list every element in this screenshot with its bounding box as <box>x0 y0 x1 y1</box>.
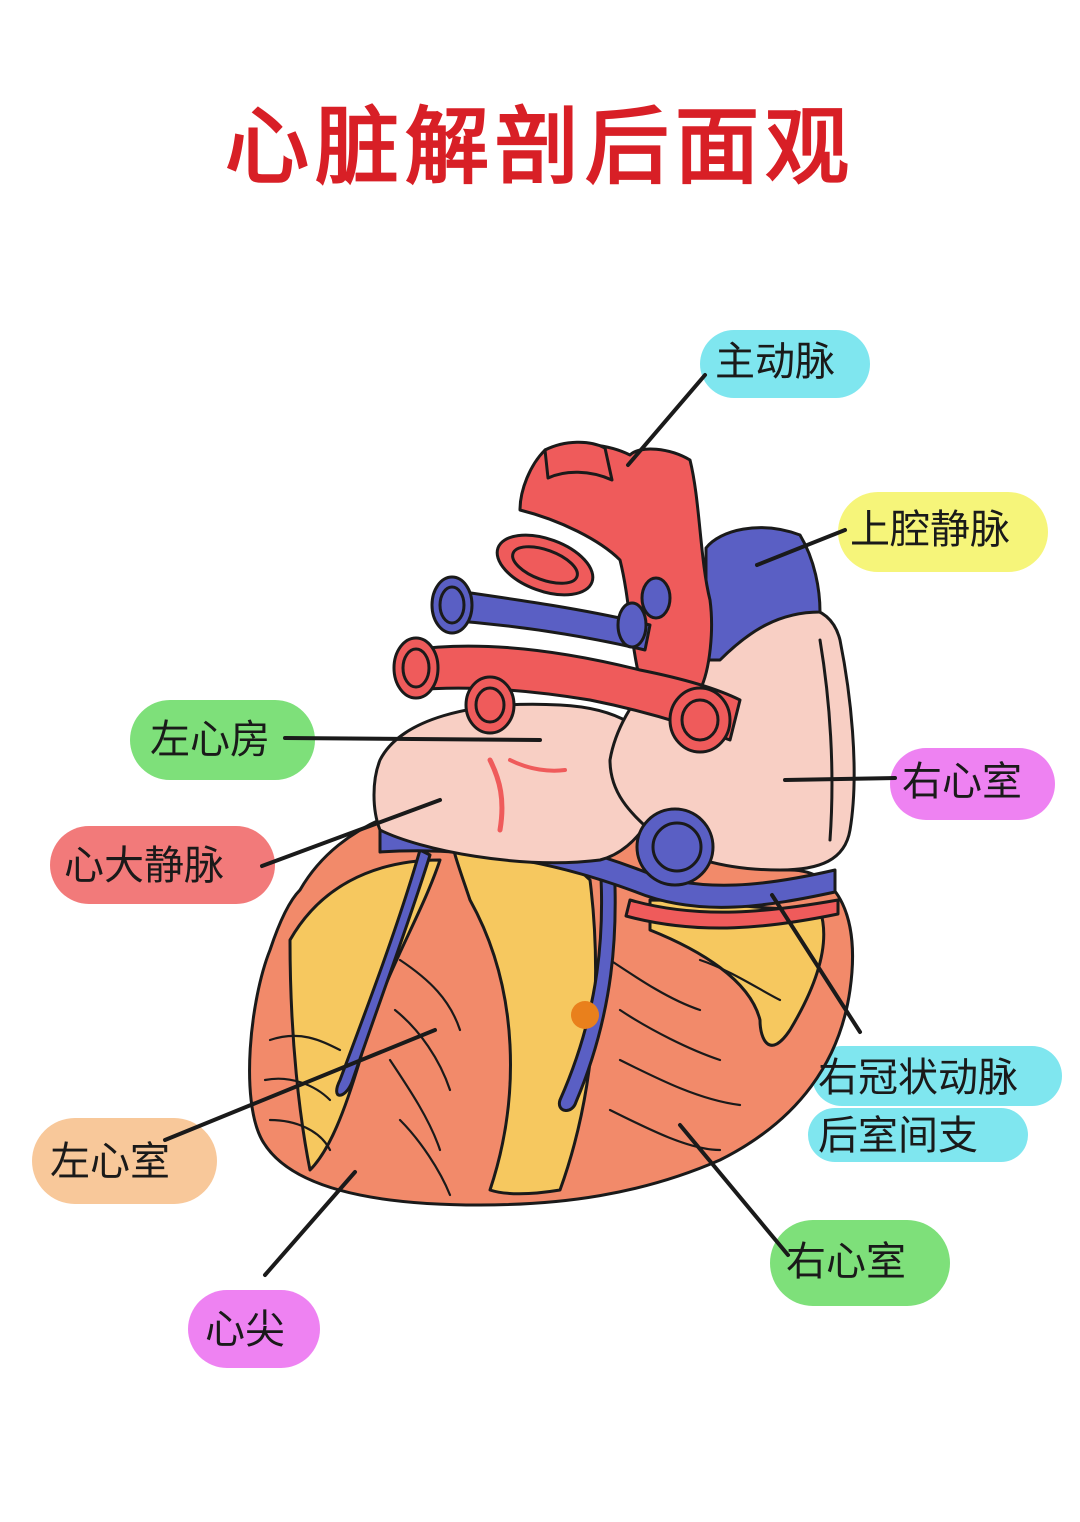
label-left-atrium: 左心房 <box>150 720 270 760</box>
apex-leader <box>265 1172 355 1275</box>
label-right-ventricle: 右心室 <box>786 1242 906 1282</box>
label-superior-vena-cava: 上腔静脉 <box>850 510 1010 550</box>
label-great-cardiac-vein: 心大静脉 <box>64 846 224 886</box>
label-posterior-interventricular-branch: 后室间支 <box>818 1116 978 1156</box>
watermark-dot <box>571 1001 599 1029</box>
label-left-ventricle: 左心室 <box>50 1142 170 1182</box>
label-apex: 心尖 <box>205 1310 285 1350</box>
left-atrium-leader <box>285 738 540 740</box>
label-right-coronary-artery: 右冠状动脉 <box>818 1058 1018 1098</box>
label-right-atrium: 右心室 <box>902 762 1022 802</box>
right-atrium-leader <box>785 778 895 780</box>
label-aorta: 主动脉 <box>715 342 835 382</box>
